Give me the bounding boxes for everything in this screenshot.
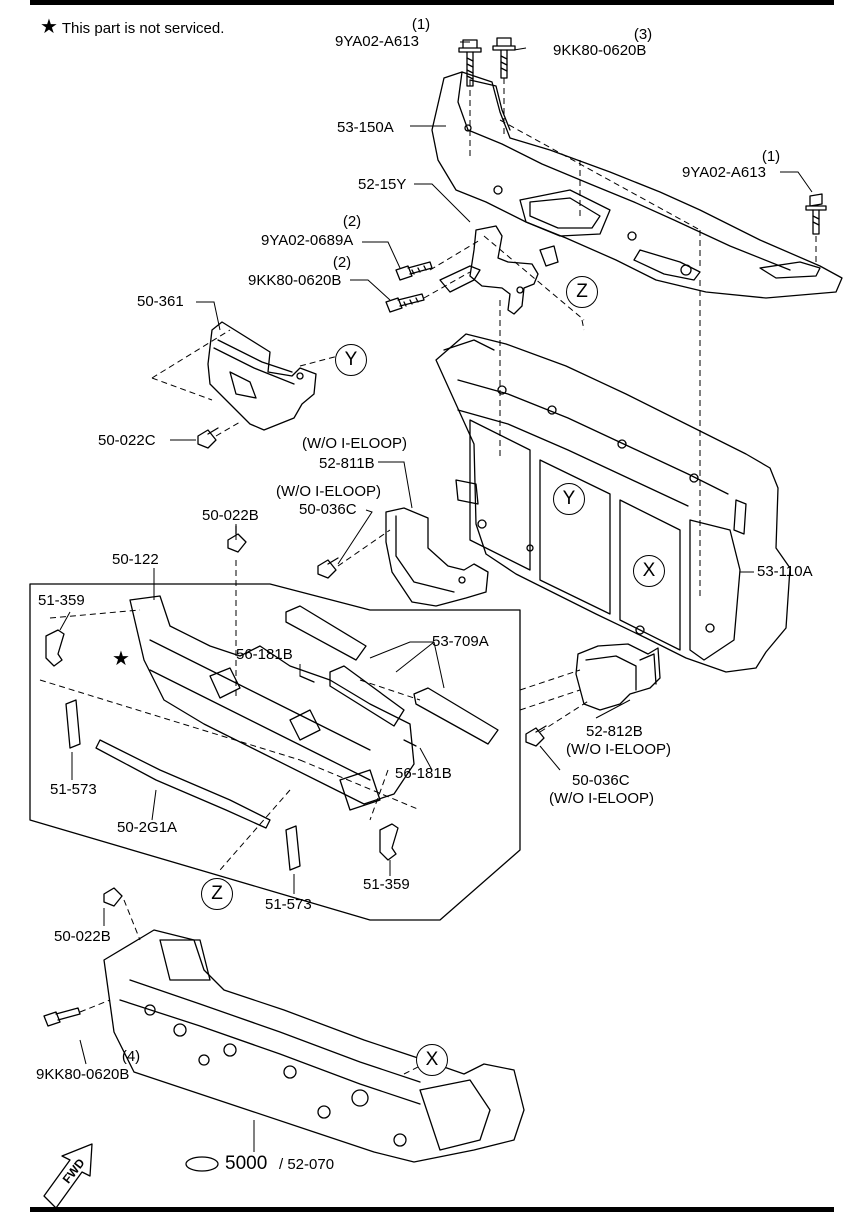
part-50-2G1A: 50-2G1A bbox=[117, 819, 178, 836]
bolt-3-code: 9KK80-0620B bbox=[553, 42, 647, 59]
radiator-support-53-110A-icon bbox=[435, 333, 791, 673]
part-53-110A: 53-110A bbox=[757, 563, 813, 580]
part-53-709A: 53-709A bbox=[432, 633, 489, 650]
duct-52-812B-icon bbox=[575, 643, 661, 711]
part-50-022C: 50-022C bbox=[98, 432, 156, 449]
clip-50-036C-right-icon bbox=[525, 725, 547, 747]
part-52-070: / 52-070 bbox=[279, 1156, 335, 1173]
ref-circle-z-bottom: Z bbox=[201, 878, 233, 910]
top-border bbox=[30, 0, 834, 5]
clip-50-036C-left-icon bbox=[317, 557, 339, 579]
bolt-1-qty: (1) bbox=[411, 16, 431, 33]
bolt-top-right-icon bbox=[492, 37, 516, 79]
part-50-122: 50-122 bbox=[112, 551, 159, 568]
pad-51-573-mid-icon bbox=[285, 825, 301, 871]
bolt-0689A-icon bbox=[395, 261, 433, 281]
part-56-181B-b: 56-181B bbox=[395, 765, 452, 782]
part-50-036C-right: 50-036C bbox=[572, 772, 630, 789]
bolt-right-icon bbox=[805, 193, 827, 235]
hook-51-359-right-icon bbox=[379, 823, 399, 861]
bolt-3-qty: (3) bbox=[633, 26, 653, 43]
ref-circle-y-right: Y bbox=[553, 483, 585, 515]
part-50-036C-right-condition: (W/O I-ELOOP) bbox=[549, 790, 654, 807]
pad-51-573-left-icon bbox=[65, 699, 81, 749]
key-ellipse-icon bbox=[185, 1156, 219, 1172]
pads-53-709A-icon bbox=[285, 605, 499, 745]
part-50-022B-bottom: 50-022B bbox=[54, 928, 111, 945]
bolt-2a-code: 9YA02-0689A bbox=[261, 232, 354, 249]
strip-50-2G1A-icon bbox=[95, 739, 271, 829]
duct-50-361-icon bbox=[207, 321, 317, 431]
hook-51-359-left-icon bbox=[45, 629, 65, 667]
bolt-4-qty: (4) bbox=[121, 1048, 141, 1065]
not-serviced-text: This part is not serviced. bbox=[61, 20, 225, 37]
bolt-4-code: 9KK80-0620B bbox=[36, 1066, 130, 1083]
part-52-811B: 52-811B bbox=[319, 455, 375, 472]
bolt-1r-qty: (1) bbox=[761, 148, 781, 165]
upper-member-53-150A-icon bbox=[431, 71, 843, 299]
part-51-359-right: 51-359 bbox=[363, 876, 410, 893]
bolt-0620B-mid-icon bbox=[385, 293, 425, 313]
star-icon: ★ bbox=[40, 16, 58, 38]
part-5000: 5000 bbox=[225, 1153, 268, 1174]
bumper-beam-5000-icon bbox=[103, 929, 525, 1163]
bolt-1-code: 9YA02-A613 bbox=[335, 33, 419, 50]
part-50-022B-top: 50-022B bbox=[202, 507, 259, 524]
fastener-56-181B-b-icon bbox=[403, 739, 417, 747]
part-51-573-mid: 51-573 bbox=[265, 896, 312, 913]
bolt-2b-code: 9KK80-0620B bbox=[248, 272, 342, 289]
bolt-2a-qty: (2) bbox=[342, 213, 362, 230]
part-53-150A: 53-150A bbox=[337, 119, 394, 136]
part-50-361: 50-361 bbox=[137, 293, 184, 310]
forward-arrow-icon bbox=[43, 1143, 93, 1209]
bracket-52-15Y-icon bbox=[439, 225, 559, 315]
bolt-2b-qty: (2) bbox=[332, 254, 352, 271]
part-51-573-left: 51-573 bbox=[50, 781, 97, 798]
clip-50-022C-icon bbox=[197, 427, 219, 449]
reinforcement-50-122-icon bbox=[129, 595, 415, 811]
part-52-15Y: 52-15Y bbox=[358, 176, 407, 193]
fastener-56-181B-a-icon bbox=[299, 675, 315, 683]
ref-circle-x-bottom: X bbox=[416, 1044, 448, 1076]
not-serviced-star-icon: ★ bbox=[112, 648, 130, 670]
part-52-812B-condition: (W/O I-ELOOP) bbox=[566, 741, 671, 758]
not-serviced-note: ★ This part is not serviced. bbox=[40, 17, 224, 37]
guide-lines bbox=[39, 78, 817, 1075]
bottom-border bbox=[30, 1207, 834, 1212]
leader-lines bbox=[59, 41, 813, 1152]
ref-circle-y-left: Y bbox=[335, 344, 367, 376]
part-51-359-left: 51-359 bbox=[38, 592, 85, 609]
bolt-bottom-left-icon bbox=[43, 1007, 81, 1027]
bolt-top-left-icon bbox=[458, 39, 482, 87]
clip-50-022B-top-icon bbox=[227, 525, 247, 553]
part-56-181B-a: 56-181B bbox=[236, 646, 293, 663]
bolt-1r-code: 9YA02-A613 bbox=[682, 164, 766, 181]
duct-52-811B-icon bbox=[385, 507, 489, 607]
part-50-036C: 50-036C bbox=[299, 501, 357, 518]
part-52-812B: 52-812B bbox=[586, 723, 643, 740]
part-50-036C-condition: (W/O I-ELOOP) bbox=[276, 483, 381, 500]
assembly-50-122-outline bbox=[29, 583, 521, 921]
clip-50-022B-bottom-icon bbox=[103, 887, 123, 907]
part-52-811B-condition: (W/O I-ELOOP) bbox=[302, 435, 407, 452]
ref-circle-x-top: X bbox=[633, 555, 665, 587]
ref-circle-z-top: Z bbox=[566, 276, 598, 308]
